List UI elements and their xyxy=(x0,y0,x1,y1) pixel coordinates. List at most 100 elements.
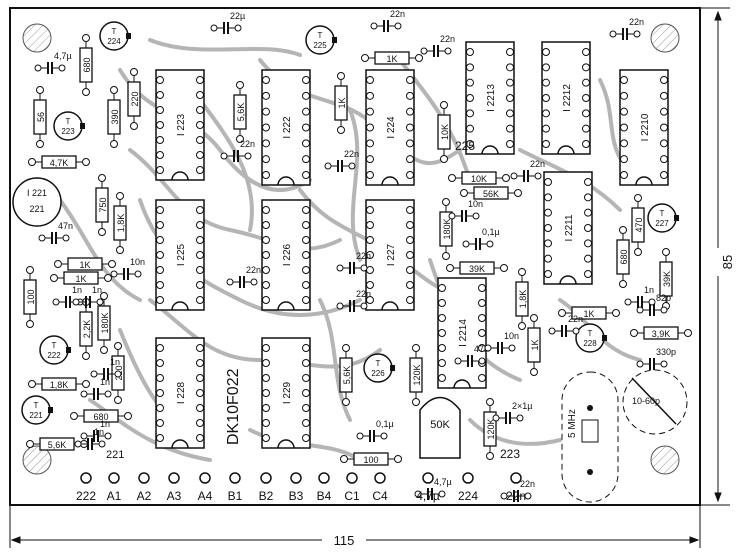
svg-text:22n: 22n xyxy=(240,139,255,149)
ic-i227: I 227 xyxy=(365,199,415,311)
resistor: 100 xyxy=(23,266,37,328)
svg-text:224: 224 xyxy=(458,489,478,503)
svg-text:180K: 180K xyxy=(100,312,110,333)
capacitor: 4,7µ xyxy=(34,51,72,74)
svg-text:22n: 22n xyxy=(246,265,261,275)
resistor: 1K xyxy=(361,51,423,65)
resistor: 1K xyxy=(334,72,348,134)
capacitor: 1n xyxy=(74,427,106,450)
ic-i225: I 225 xyxy=(155,199,205,311)
resistor: 39K xyxy=(446,261,508,275)
svg-text:50K: 50K xyxy=(430,419,450,431)
capacitor: 330p xyxy=(636,347,676,370)
edge-pin: A2 xyxy=(137,472,152,503)
ic-label: I 223 xyxy=(176,113,187,136)
svg-text:22µ: 22µ xyxy=(230,11,245,21)
svg-text:22n: 22n xyxy=(520,479,535,489)
edge-pin: B2 xyxy=(259,472,274,503)
resistor: 2,2K xyxy=(79,298,93,360)
edge-pin: 222 xyxy=(76,472,96,503)
svg-text:180K: 180K xyxy=(442,218,452,239)
label-225: 225 xyxy=(455,139,475,153)
capacitor: 22n xyxy=(548,314,583,337)
resistor: 10K xyxy=(437,101,451,163)
edge-pin: 22n xyxy=(506,472,526,503)
ic-label: I 228 xyxy=(176,381,187,404)
svg-text:56K: 56K xyxy=(483,189,499,199)
capacitor: 22n xyxy=(336,251,371,274)
capacitor: 0,1µ xyxy=(356,419,394,442)
crystal-5mhz: 5 MHz xyxy=(561,371,619,503)
svg-text:5,6K: 5,6K xyxy=(236,103,246,122)
svg-text:5,6K: 5,6K xyxy=(342,366,352,385)
svg-text:0,1µ: 0,1µ xyxy=(376,419,394,429)
svg-text:470: 470 xyxy=(634,217,644,232)
resistor: 3,9K xyxy=(630,326,692,340)
edge-pin: 224 xyxy=(458,472,478,503)
svg-text:1,8K: 1,8K xyxy=(116,214,126,233)
resistor: 1K xyxy=(50,271,112,285)
svg-text:4,7µ: 4,7µ xyxy=(54,51,72,61)
svg-text:22n: 22n xyxy=(568,314,583,324)
svg-text:C4: C4 xyxy=(372,489,388,503)
resistor: 1K xyxy=(54,257,116,271)
mounting-holes xyxy=(22,23,680,475)
svg-text:10n: 10n xyxy=(130,257,145,267)
svg-text:T: T xyxy=(34,401,39,410)
resistor: 100 xyxy=(340,452,402,466)
svg-text:T: T xyxy=(318,31,323,40)
svg-text:1K: 1K xyxy=(75,274,86,284)
svg-text:221: 221 xyxy=(29,204,44,214)
resistor: 470 xyxy=(631,194,645,256)
edge-pin: A3 xyxy=(167,472,182,503)
ic-label: I 2212 xyxy=(562,84,573,112)
resistor: 750 xyxy=(95,174,109,236)
ic-221-package: I 221 221 xyxy=(12,177,62,227)
svg-text:B3: B3 xyxy=(289,489,304,503)
svg-text:10-60p: 10-60p xyxy=(632,396,660,406)
svg-text:1n: 1n xyxy=(100,377,110,387)
ic-i229: I 229 xyxy=(261,337,311,449)
width-label-bg xyxy=(322,530,366,548)
svg-text:39K: 39K xyxy=(469,264,485,274)
svg-text:22n: 22n xyxy=(530,159,545,169)
capacitor: 22n xyxy=(370,9,405,32)
ic-label: I 229 xyxy=(282,381,293,404)
ic-label: I 2213 xyxy=(486,84,497,112)
svg-text:390: 390 xyxy=(110,109,120,124)
svg-text:1n: 1n xyxy=(92,285,102,295)
resistor: 1,8K xyxy=(515,268,529,330)
svg-text:680: 680 xyxy=(619,249,629,264)
capacitor: 47n xyxy=(454,344,489,367)
ic-label: I 222 xyxy=(282,116,293,139)
svg-text:750: 750 xyxy=(98,197,108,212)
capacitor: 22n xyxy=(510,159,545,182)
svg-text:T: T xyxy=(66,117,71,126)
svg-text:2,2K: 2,2K xyxy=(82,320,92,339)
capacitor: 1n xyxy=(80,419,112,442)
capacitor: 22n xyxy=(220,139,255,162)
ic-label: I 225 xyxy=(176,243,187,266)
label-221: 221 xyxy=(106,449,124,461)
label-223: 223 xyxy=(500,447,520,461)
svg-text:100: 100 xyxy=(363,455,378,465)
resistor: 680 xyxy=(79,34,93,96)
capacitor: 4,7µ xyxy=(414,477,452,500)
svg-text:39K: 39K xyxy=(662,271,672,287)
resistor: 56 xyxy=(33,86,47,148)
ic-i2211: I 2211 xyxy=(543,171,593,285)
svg-text:0,1µ: 0,1µ xyxy=(482,227,500,237)
svg-text:22n: 22n xyxy=(356,289,371,299)
svg-text:A1: A1 xyxy=(107,489,122,503)
svg-text:680: 680 xyxy=(93,412,108,422)
height-dimension-label: 85 xyxy=(720,255,735,269)
svg-text:47n: 47n xyxy=(474,344,489,354)
svg-text:220: 220 xyxy=(130,91,140,106)
capacitor: 10n xyxy=(448,199,483,222)
board-id-label: DK10F022 xyxy=(225,368,242,445)
resistor: 220 xyxy=(127,68,141,130)
svg-text:224: 224 xyxy=(107,37,121,46)
resistor: 1,8K xyxy=(28,377,90,391)
